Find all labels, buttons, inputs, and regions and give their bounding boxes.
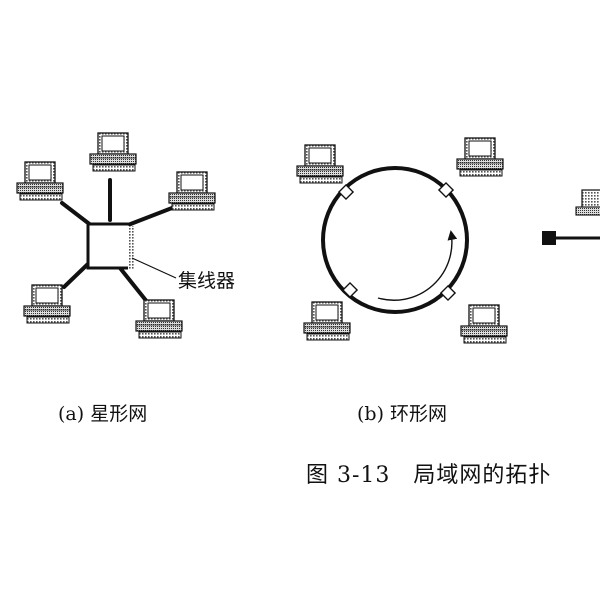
computer-icon <box>303 301 351 341</box>
computer-icon <box>23 284 71 324</box>
repeater-icon <box>341 281 359 299</box>
link-upper-right <box>126 206 174 227</box>
computer-icon <box>575 189 600 216</box>
computer-icon <box>168 171 216 211</box>
computer-icon <box>16 161 64 201</box>
repeater-icon <box>337 183 355 201</box>
link-lower-left <box>62 260 92 289</box>
link-upper-left <box>60 201 94 228</box>
ring-network <box>296 137 508 344</box>
computer-icon <box>296 144 344 184</box>
hub-label: 集线器 <box>178 270 236 292</box>
ring-cable <box>321 166 469 314</box>
computer-icon <box>89 132 137 172</box>
ring-direction-arrow <box>377 230 458 301</box>
star-network <box>16 132 216 339</box>
caption-ring: (b) 环形网 <box>357 403 448 425</box>
repeater-icon <box>437 181 455 199</box>
computer-icon <box>135 299 183 339</box>
star-links <box>60 178 174 305</box>
bus-network <box>542 189 600 245</box>
hub-icon <box>86 222 134 270</box>
computer-icon <box>456 137 504 177</box>
computer-icon <box>460 304 508 344</box>
terminator-icon <box>542 231 556 245</box>
repeater-icon <box>439 284 457 302</box>
caption-star: (a) 星形网 <box>58 403 148 425</box>
hub-leader-line <box>131 257 177 279</box>
figure-title: 图 3-13 局域网的拓扑 <box>306 463 552 488</box>
link-lower-right <box>118 266 150 305</box>
